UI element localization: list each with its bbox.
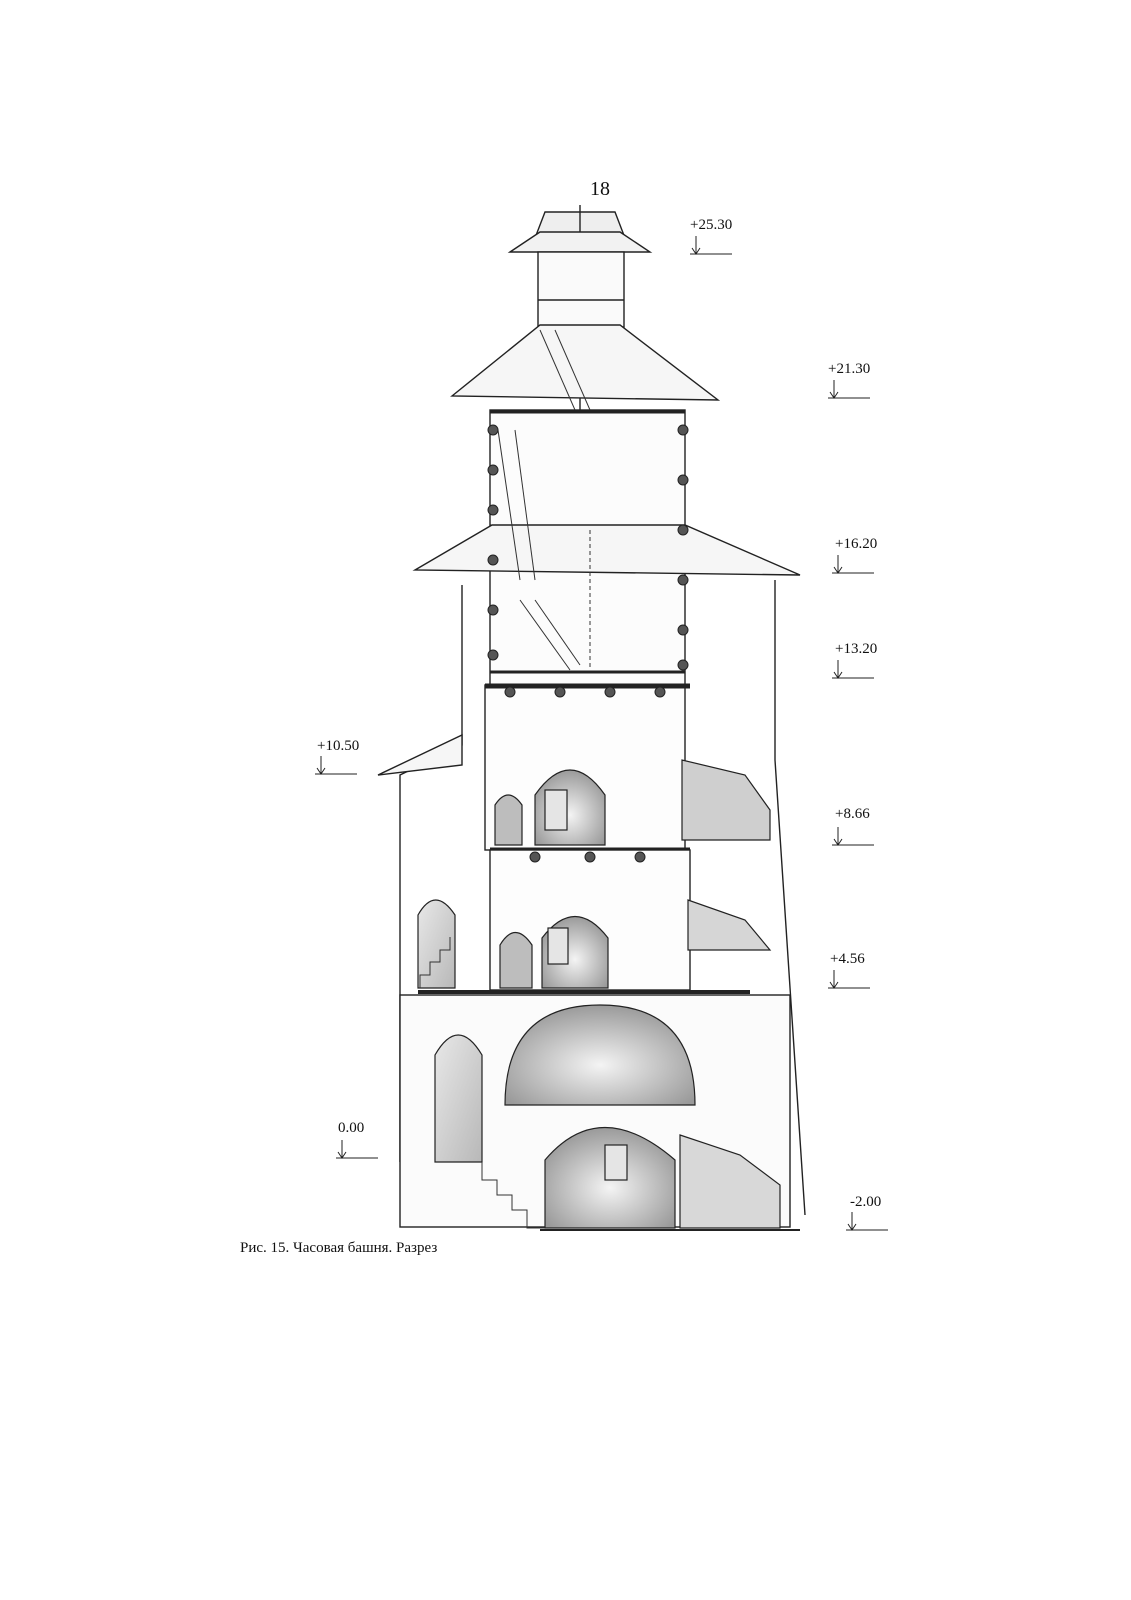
elevation-mark-10-50: +10.50	[315, 738, 359, 775]
door-middle	[547, 927, 569, 965]
cupola-lantern	[537, 251, 625, 328]
elevation-mark-8-66: +8.66	[832, 806, 874, 846]
beam-end	[654, 686, 666, 698]
right-embrasure-lower	[679, 1134, 781, 1229]
upper-roof	[450, 324, 721, 401]
log-end	[677, 524, 689, 536]
right-embrasure-upper	[681, 759, 771, 841]
beam-end	[584, 851, 596, 863]
log-end	[487, 604, 499, 616]
arch-upper-left	[494, 794, 523, 846]
cupola-roof	[507, 231, 653, 253]
elevation-mark-21-30: +21.30	[828, 361, 870, 399]
beam-end	[529, 851, 541, 863]
window-lower	[604, 1144, 628, 1181]
elevation-label: +10.50	[317, 738, 359, 754]
right-wall	[774, 580, 806, 1216]
arch-middle-left	[499, 931, 533, 989]
beam-end	[604, 686, 616, 698]
page-number: 18	[590, 178, 610, 200]
elevation-label: +25.30	[690, 217, 732, 233]
log-end	[487, 554, 499, 566]
side-roof	[377, 733, 463, 776]
log-end	[487, 424, 499, 436]
arch-lower-left	[434, 1034, 483, 1163]
elevation-label: +16.20	[835, 536, 877, 552]
log-end	[487, 504, 499, 516]
door-upper	[544, 789, 568, 831]
stair-left	[419, 937, 451, 988]
elevation-mark-4-56: +4.56	[828, 951, 870, 989]
elevation-mark-0-00: 0.00	[336, 1120, 378, 1159]
right-embrasure-middle	[687, 899, 772, 951]
arch-left-stair	[417, 899, 456, 989]
elevation-label: +21.30	[828, 361, 870, 377]
elevation-label: -2.00	[850, 1194, 881, 1210]
stair-lower-right	[481, 1162, 545, 1229]
log-end	[677, 424, 689, 436]
great-vault	[504, 1004, 696, 1106]
log-end	[677, 474, 689, 486]
beam-end	[554, 686, 566, 698]
log-end	[677, 574, 689, 586]
elevation-label: 0.00	[338, 1120, 364, 1136]
beam-end	[504, 686, 516, 698]
log-end	[677, 624, 689, 636]
log-end	[487, 649, 499, 661]
elevation-label: +8.66	[835, 806, 870, 822]
elevation-mark-minus-2-00: -2.00	[846, 1194, 888, 1231]
elevation-label: +13.20	[835, 641, 877, 657]
elevation-mark-25-30: +25.30	[690, 217, 732, 255]
figure-caption: Рис. 15. Часовая башня. Разрез	[240, 1240, 438, 1256]
log-end	[487, 464, 499, 476]
elevation-mark-13-20: +13.20	[832, 641, 877, 679]
log-end	[677, 659, 689, 671]
lower-roof	[412, 524, 801, 576]
beam-end	[634, 851, 646, 863]
elevation-label: +4.56	[830, 951, 865, 967]
elevation-mark-16-20: +16.20	[832, 536, 877, 574]
